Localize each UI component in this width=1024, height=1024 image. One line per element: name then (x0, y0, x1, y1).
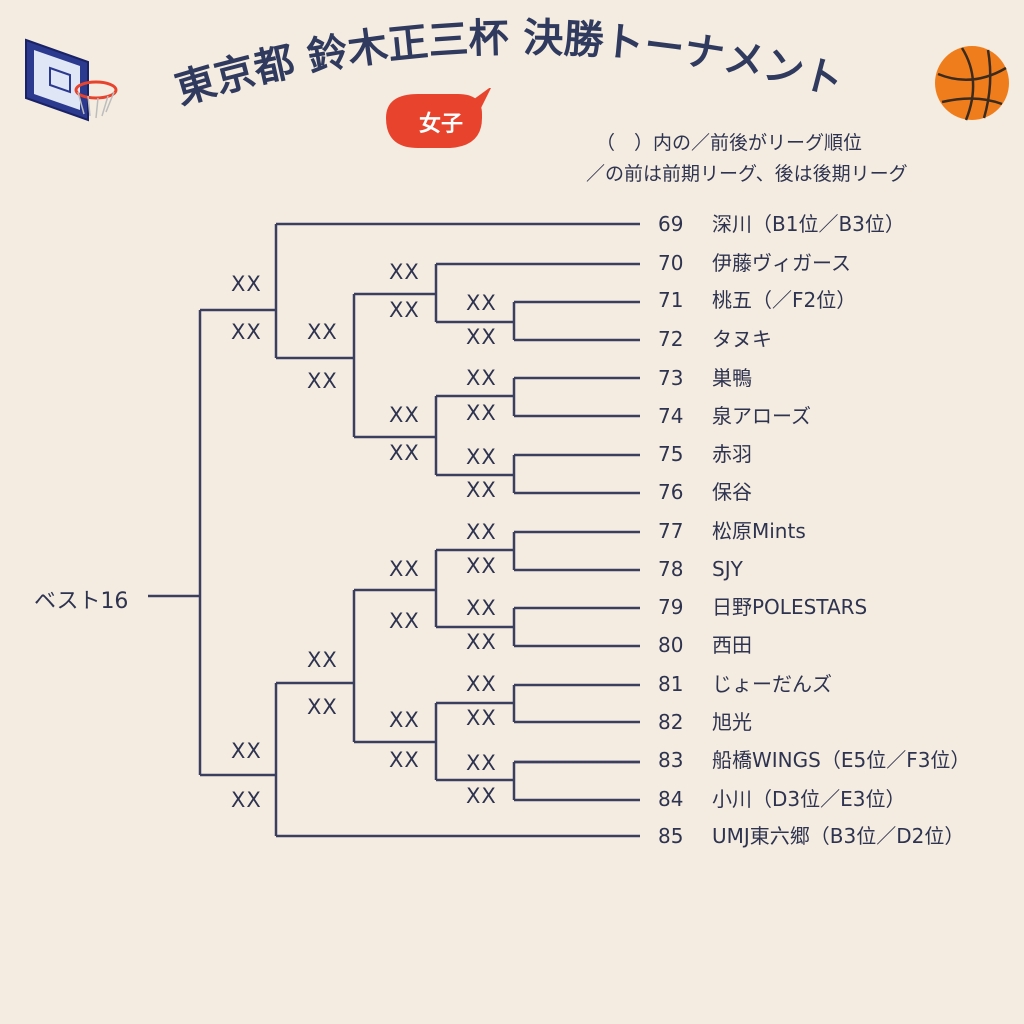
score-placeholder: XX (466, 554, 497, 578)
team-number: 70 (658, 251, 684, 275)
team-number: 84 (658, 787, 684, 811)
team-entry: 81 じょーだんズ (658, 672, 832, 696)
score-placeholder: XX (466, 478, 497, 502)
team-number: 85 (658, 824, 684, 848)
category-badge: 女子 (418, 112, 463, 137)
team-number: 80 (658, 633, 684, 657)
team-entry: 84 小川（D3位／E3位） (658, 787, 906, 811)
team-entry: 76 保谷 (658, 480, 752, 504)
team-name: 日野POLESTARS (712, 595, 868, 619)
tournament-title: 東京都 鈴木正三杯 決勝トーナメント (170, 15, 848, 114)
team-entry: 71 桃五（／F2位） (658, 288, 856, 312)
score-placeholder: XX (466, 366, 497, 390)
team-number: 69 (658, 212, 684, 236)
team-number: 74 (658, 404, 684, 428)
team-name: 深川（B1位／B3位） (712, 212, 905, 236)
score-placeholder: XX (231, 272, 262, 296)
score-placeholder: XX (307, 695, 338, 719)
score-placeholder: XX (231, 320, 262, 344)
team-name: 巣鴨 (712, 366, 752, 390)
score-placeholder: XX (466, 325, 497, 349)
note-line-2: ／の前は前期リーグ、後は後期リーグ (586, 163, 908, 185)
score-placeholder: XX (389, 441, 420, 465)
team-entry: 82 旭光 (658, 710, 752, 734)
note-line-1: （ ）内の／前後がリーグ順位 (596, 132, 863, 154)
team-name: 赤羽 (712, 442, 752, 466)
team-name: 桃五（／F2位） (712, 288, 857, 312)
score-placeholder: XX (466, 751, 497, 775)
basketball-hoop-icon (25, 38, 118, 122)
team-number: 75 (658, 442, 684, 466)
score-placeholder: XX (307, 369, 338, 393)
score-placeholder: XX (466, 630, 497, 654)
team-entry: 74 泉アローズ (658, 404, 811, 428)
score-placeholder: XX (389, 403, 420, 427)
score-placeholder: XX (389, 708, 420, 732)
team-entry: 78 SJY (658, 557, 743, 581)
team-name: 西田 (712, 633, 752, 657)
team-name: 旭光 (712, 710, 752, 734)
team-number: 77 (658, 519, 684, 543)
team-entry: 79 日野POLESTARS (658, 595, 867, 619)
team-entry: 73 巣鴨 (658, 366, 752, 390)
best16-label: ベスト16 (34, 589, 129, 614)
team-entry: 72 タヌキ (658, 327, 772, 351)
team-entry: 85 UMJ東六郷（B3位／D2位） (658, 824, 964, 848)
score-placeholder: XX (466, 445, 497, 469)
score-placeholder: XX (307, 648, 338, 672)
team-number: 71 (658, 288, 684, 312)
team-number: 79 (658, 595, 684, 619)
team-number: 72 (658, 327, 684, 351)
team-name: 泉アローズ (712, 404, 811, 428)
score-placeholder: XX (389, 260, 420, 284)
team-name: 松原Mints (712, 519, 806, 543)
score-placeholder: XX (389, 748, 420, 772)
score-placeholder: XX (466, 784, 497, 808)
score-placeholder: XX (466, 596, 497, 620)
speech-bubble-icon (386, 88, 491, 148)
score-placeholder: XX (466, 672, 497, 696)
score-placeholder: XX (389, 298, 420, 322)
team-entry: 80 西田 (658, 633, 752, 657)
team-name: SJY (712, 557, 743, 581)
team-name: UMJ東六郷（B3位／D2位） (712, 824, 965, 848)
team-entry: 77 松原Mints (658, 519, 806, 543)
team-entry: 69 深川（B1位／B3位） (658, 212, 905, 236)
team-number: 76 (658, 480, 684, 504)
score-placeholder: XX (231, 739, 262, 763)
team-entry: 75 赤羽 (658, 442, 752, 466)
score-placeholder: XX (231, 788, 262, 812)
team-number: 82 (658, 710, 684, 734)
basketball-icon (935, 46, 1009, 121)
team-name: タヌキ (712, 327, 772, 351)
team-name: 保谷 (712, 480, 752, 504)
team-number: 78 (658, 557, 684, 581)
team-name: じょーだんズ (712, 672, 832, 696)
team-number: 73 (658, 366, 684, 390)
team-number: 81 (658, 672, 684, 696)
score-placeholder: XX (466, 706, 497, 730)
score-placeholder: XX (466, 401, 497, 425)
score-placeholder: XX (389, 609, 420, 633)
team-entry: 83 船橋WINGS（E5位／F3位） (658, 748, 970, 772)
team-name: 伊藤ヴィガース (712, 251, 851, 275)
score-placeholder: XX (466, 291, 497, 315)
score-placeholder: XX (307, 320, 338, 344)
team-name: 小川（D3位／E3位） (712, 787, 906, 811)
team-name: 船橋WINGS（E5位／F3位） (712, 748, 971, 772)
team-number: 83 (658, 748, 684, 772)
score-placeholder: XX (466, 520, 497, 544)
score-placeholder: XX (389, 557, 420, 581)
team-entry: 70 伊藤ヴィガース (658, 251, 851, 275)
